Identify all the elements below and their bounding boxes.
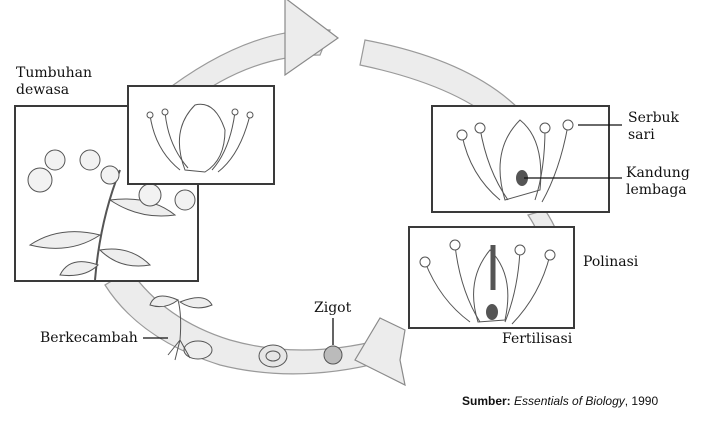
seed-drawing — [258, 344, 288, 368]
label-pointers — [143, 124, 622, 345]
source-title: Essentials of Biology — [514, 394, 625, 408]
label-embryo-sac: Kandung lembaga — [626, 165, 690, 198]
cycle-arrow-top — [284, 0, 340, 77]
zygote-drawing — [323, 345, 343, 365]
label-germination: Berkecambah — [40, 330, 138, 346]
cycle-arrow-bottom — [354, 317, 406, 387]
source-year: , 1990 — [624, 394, 659, 408]
seedling-drawing — [149, 295, 213, 361]
panel-flower-pollen — [431, 105, 610, 213]
panel-mature-plant — [14, 105, 199, 282]
label-fertilization: Fertilisasi — [502, 331, 573, 347]
label-pollen: Serbuk sari — [628, 110, 680, 143]
label-zygote: Zigot — [314, 300, 352, 316]
panel-flower-fertilization — [408, 226, 575, 329]
label-mature-plant: Tumbuhan dewasa — [16, 65, 92, 98]
source-citation: Sumber: Essentials of Biology, 1990 — [462, 394, 658, 408]
label-pollination: Polinasi — [583, 254, 639, 270]
source-prefix: Sumber: — [462, 394, 511, 408]
panel-flower-top — [127, 85, 275, 185]
